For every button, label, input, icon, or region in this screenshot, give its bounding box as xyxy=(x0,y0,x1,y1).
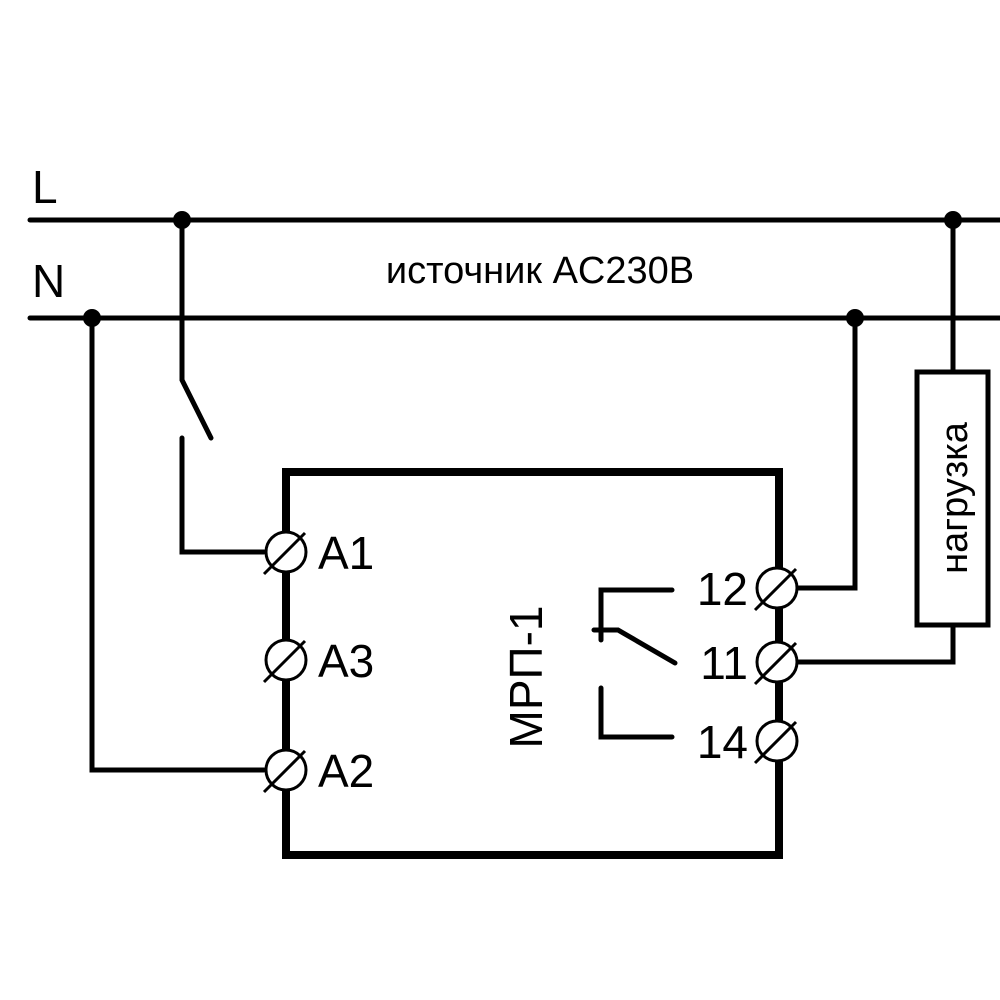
label-12: 12 xyxy=(697,563,748,615)
load-box xyxy=(914,369,991,628)
junction-dot xyxy=(846,309,864,327)
label-11: 11 xyxy=(700,637,748,689)
terminal-11 xyxy=(753,640,799,686)
junction-dot xyxy=(944,211,962,229)
terminal-12 xyxy=(753,566,799,612)
label-load: нагрузка xyxy=(934,421,976,574)
terminal-a3 xyxy=(262,638,308,684)
contact-switch xyxy=(591,627,678,666)
terminal-a1 xyxy=(262,530,308,576)
junction-dot xyxy=(173,211,191,229)
switch-upper-wire xyxy=(179,217,214,441)
t12-wire xyxy=(794,315,858,591)
label-device: МРП-1 xyxy=(500,606,552,749)
label-a3: A3 xyxy=(318,635,374,687)
switch-lower-wire xyxy=(179,435,267,555)
label-source: источник AC230B xyxy=(386,250,694,292)
label-a2: A2 xyxy=(318,745,374,797)
terminal-14 xyxy=(753,719,799,765)
terminal-a2 xyxy=(262,748,308,794)
label-L: L xyxy=(32,161,58,213)
label-14: 14 xyxy=(697,716,748,768)
contact-14 xyxy=(598,685,675,740)
contact-12 xyxy=(598,587,675,643)
label-N: N xyxy=(32,255,65,307)
label-a1: A1 xyxy=(318,527,374,579)
t11-wire xyxy=(794,622,956,665)
a2-wire xyxy=(89,315,267,773)
junction-dot xyxy=(83,309,101,327)
